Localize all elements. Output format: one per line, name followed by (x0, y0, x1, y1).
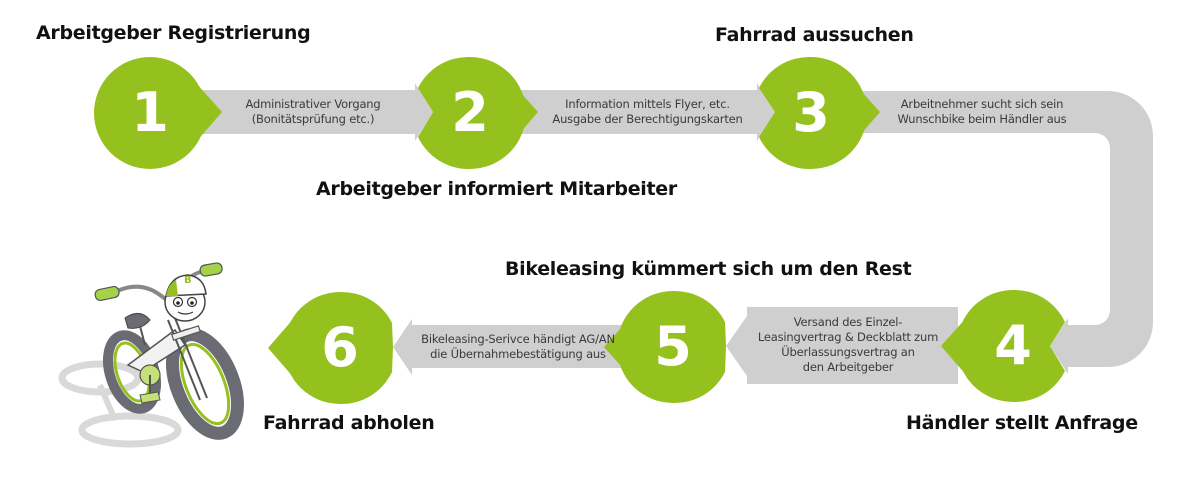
connector-text-line: Administrativer Vorgang (245, 97, 381, 111)
step-circle-2 (418, 56, 538, 170)
step-title-1: Arbeitgeber Registrierung (36, 22, 311, 44)
step-number-2: 2 (451, 81, 489, 144)
step-number-5: 5 (654, 315, 692, 378)
connector-text-line: Arbeitnehmer sucht sich sein (900, 97, 1064, 111)
step-number-4: 4 (994, 314, 1032, 377)
connector-text-line: Bikeleasing-Serivce händigt AG/AN (421, 332, 615, 346)
step-number-1: 1 (131, 81, 169, 144)
step-number-6: 6 (321, 316, 359, 379)
connector-band-4 (726, 307, 958, 384)
step-title-2: Arbeitgeber informiert Mitarbeiter (316, 178, 677, 200)
connector-text-3: Arbeitnehmer sucht sich sein Wunschbike … (882, 97, 1082, 127)
connector-text-line: die Übernahmebestätigung aus (430, 347, 606, 361)
bike-mascot-icon (58, 262, 244, 448)
connector-text-line: Versand des Einzel- (793, 315, 903, 329)
connector-band-2 (520, 83, 775, 141)
step-circle-6 (268, 291, 393, 405)
connector-text-line: Ausgabe der Berechtigungskarten (552, 112, 743, 126)
step-circle-5 (604, 290, 726, 404)
step-title-6: Fahrrad abholen (263, 412, 435, 434)
step-title-4: Händler stellt Anfrage (906, 412, 1138, 434)
connector-text-line: Wunschbike beim Händler aus (897, 112, 1067, 126)
step-circle-4 (941, 289, 1065, 403)
connector-text-4: Versand des Einzel- Leasingvertrag & Dec… (742, 315, 954, 375)
connector-text-line: Leasingvertrag & Deckblatt zum (757, 330, 939, 344)
step-title-3: Fahrrad aussuchen (715, 24, 914, 46)
step-number-3: 3 (792, 81, 830, 144)
connector-text-1: Administrativer Vorgang (Bonitätsprüfung… (228, 97, 398, 127)
connector-text-line: (Bonitätsprüfung etc.) (251, 112, 375, 126)
connector-text-2: Information mittels Flyer, etc. Ausgabe … (540, 97, 755, 127)
step-title-5: Bikeleasing kümmert sich um den Rest (505, 258, 912, 280)
mascot-badge-letter: B (184, 275, 192, 286)
connector-text-line: Überlassungsvertrag an (781, 345, 915, 359)
connector-band-1 (200, 83, 433, 141)
connector-band-3 (860, 91, 1153, 374)
connector-text-5: Bikeleasing-Serivce händigt AG/AN die Üb… (398, 332, 638, 362)
connector-text-line: den Arbeitgeber (802, 360, 894, 374)
connector-band-5 (393, 319, 640, 375)
step-circle-3 (759, 56, 880, 170)
connector-text-line: Information mittels Flyer, etc. (565, 97, 730, 111)
step-circle-1 (94, 57, 222, 169)
